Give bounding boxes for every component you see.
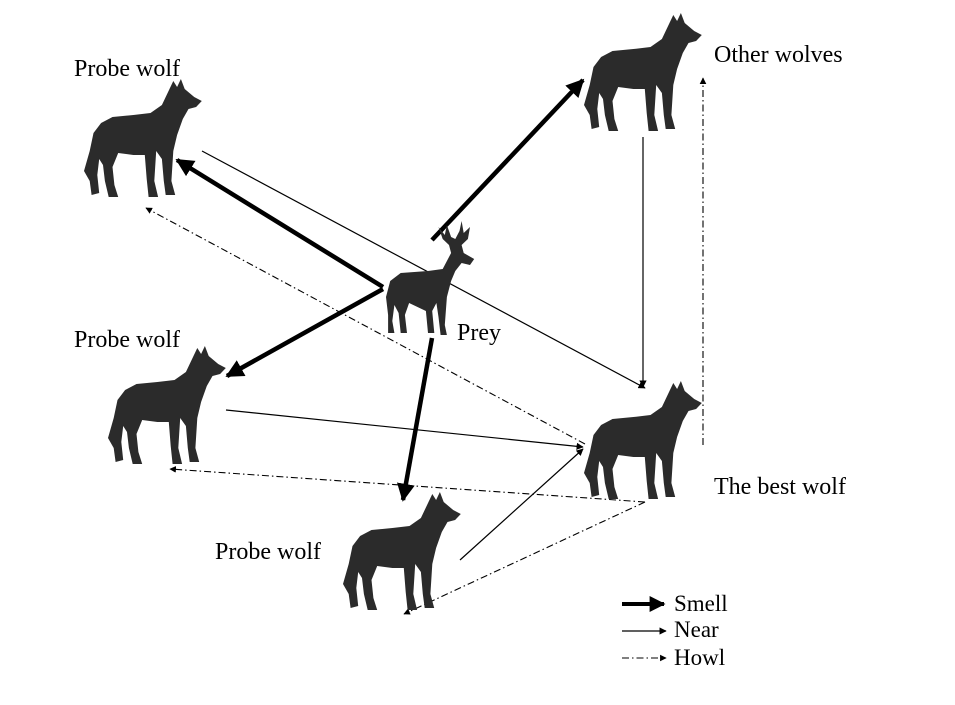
best-wolf-label: The best wolf: [714, 474, 846, 500]
howl-arrow-to-mid: [169, 466, 646, 503]
smell-arrow-to-other-wolves: [430, 78, 585, 242]
other-wolves-label: Other wolves: [714, 42, 843, 68]
near-arrow-top-to-best: [201, 150, 646, 389]
howl-arrows: [145, 77, 707, 615]
probe-wolf-top-label: Probe wolf: [74, 56, 180, 82]
near-arrow-bottom-to-best: [459, 448, 584, 561]
probe-wolf-bottom-label: Probe wolf: [215, 539, 321, 565]
howl-arrow-to-top: [145, 207, 586, 445]
best-wolf-icon: [584, 381, 702, 499]
other-wolves-icon: [584, 13, 702, 131]
smell-arrow-to-probe-wolf-bottom: [396, 337, 435, 502]
probe-wolf-mid-icon: [108, 346, 226, 464]
probe-wolf-top-icon: [84, 79, 202, 197]
prey-deer-icon: [386, 221, 475, 335]
smell-arrows: [175, 78, 585, 502]
howl-arrow-to-bottom: [403, 501, 646, 615]
smell-arrow-to-probe-wolf-mid: [225, 287, 385, 378]
near-arrow-mid-to-best: [225, 409, 584, 450]
prey-label: Prey: [457, 320, 501, 346]
legend: Smell Near Howl: [622, 591, 728, 670]
smell-arrow-to-probe-wolf-top: [175, 158, 385, 289]
legend-howl-label: Howl: [674, 645, 725, 670]
legend-smell-label: Smell: [674, 591, 728, 616]
near-arrows: [201, 137, 647, 561]
legend-near-label: Near: [674, 617, 719, 642]
probe-wolf-mid-label: Probe wolf: [74, 327, 180, 353]
probe-wolf-bottom-icon: [343, 492, 461, 610]
